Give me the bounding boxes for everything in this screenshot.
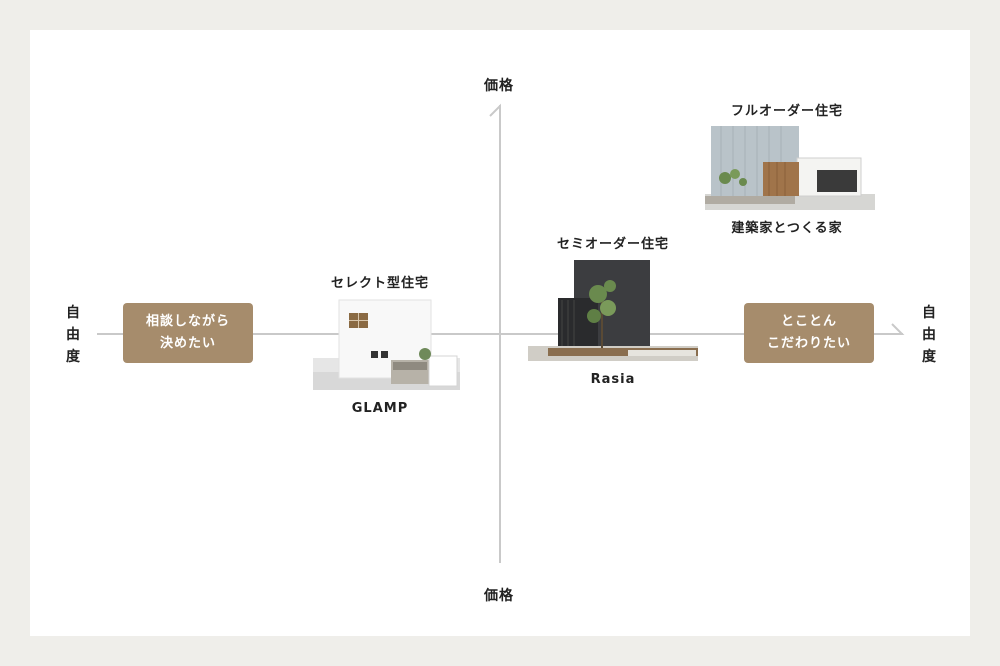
price-label-bottom: 価格	[484, 588, 514, 604]
rasia-house-image	[528, 260, 698, 361]
freedom-label-right: 自由度	[922, 305, 936, 365]
architect-house-name: 建築家とつくる家	[731, 221, 843, 236]
custom-pill: とことんこだわりたい	[744, 303, 874, 363]
architect-house-image	[705, 126, 875, 210]
freedom-label-left: 自由度	[66, 305, 80, 365]
arrow-up-icon	[489, 103, 501, 118]
full-house-category: フルオーダー住宅	[730, 104, 843, 119]
consult-pill: 相談しながら決めたい	[123, 303, 253, 363]
glamp-name: GLAMP	[351, 401, 409, 416]
glamp-house-image	[313, 299, 460, 390]
semi-house-category: セミオーダー住宅	[556, 237, 669, 252]
rasia-name: Rasia	[590, 372, 636, 387]
price-label-top: 価格	[484, 78, 514, 94]
arrow-right-icon	[888, 323, 905, 335]
select-house-category: セレクト型住宅	[330, 276, 429, 291]
price-axis	[499, 105, 501, 563]
